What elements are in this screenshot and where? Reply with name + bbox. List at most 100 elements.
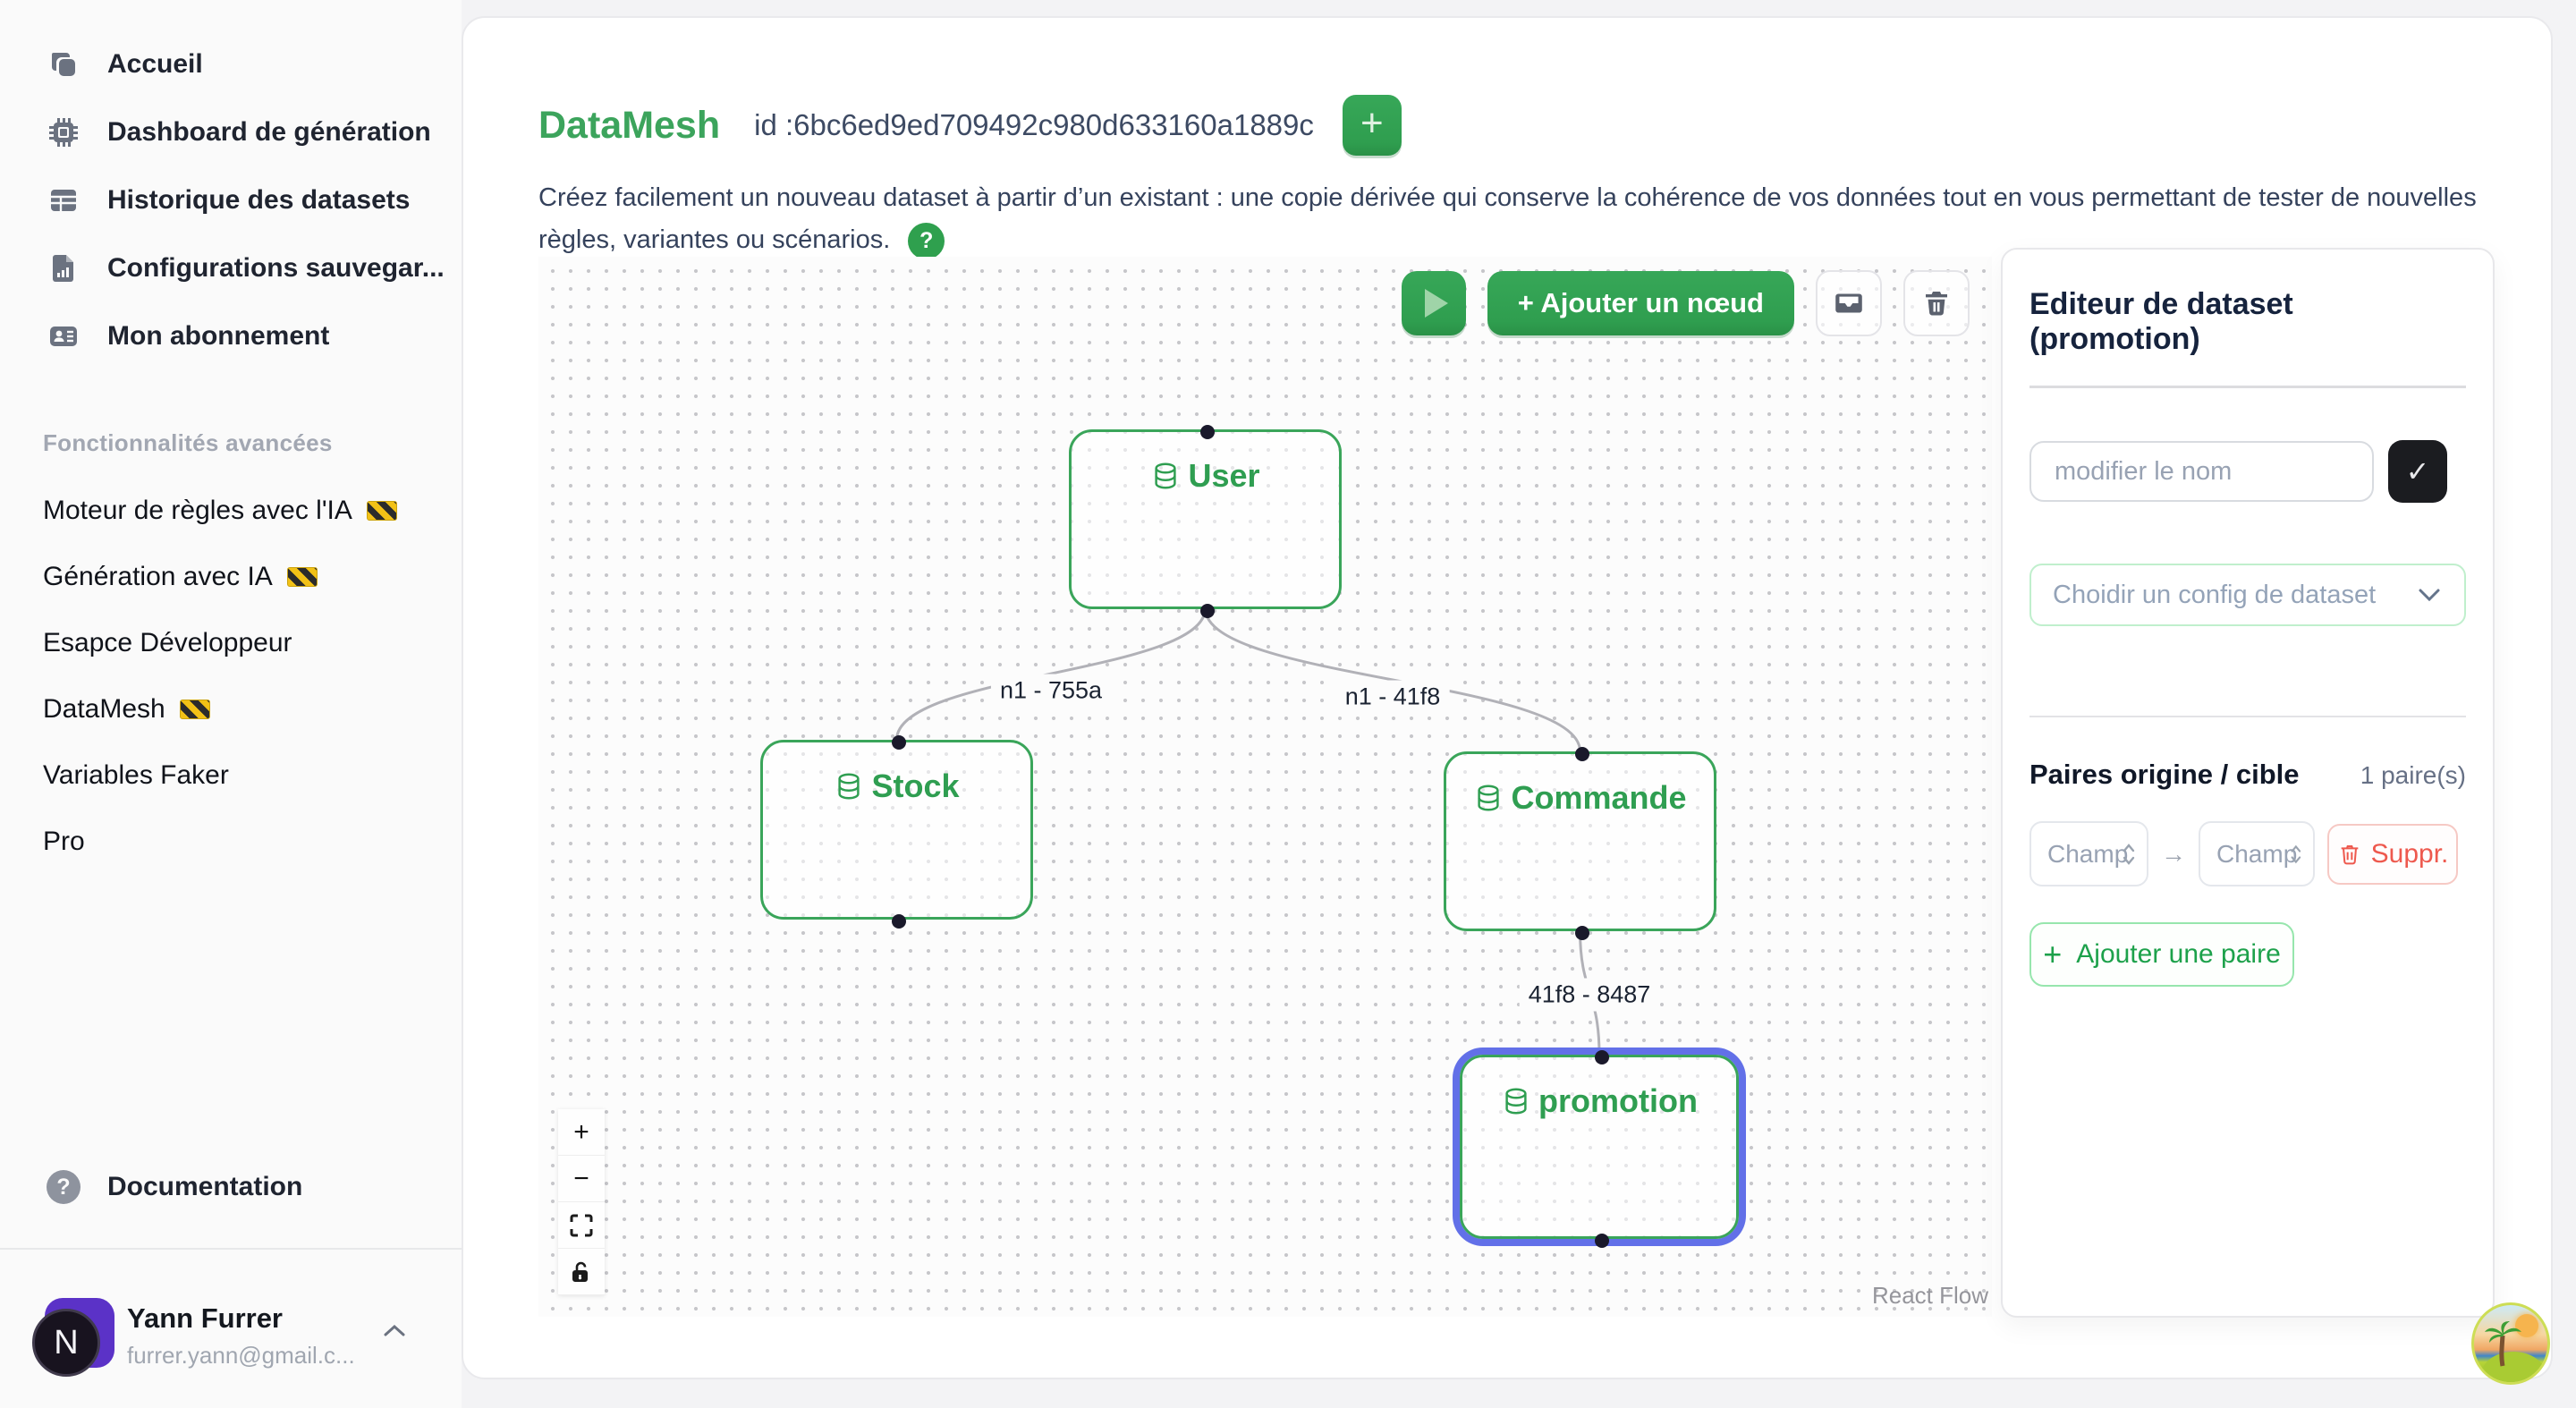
cpu-icon: [47, 115, 80, 149]
edge-label[interactable]: n1 - 41f8: [1335, 680, 1450, 714]
play-icon: [1424, 289, 1448, 318]
arrow-right-icon: →: [2161, 839, 2186, 868]
user-email: furrer.yann@gmail.c...: [127, 1341, 355, 1369]
sidebar-advanced-list: Moteur de règles avec l'IA Génération av…: [0, 478, 462, 875]
database-icon: [1478, 785, 1500, 811]
dataset-id: id :6bc6ed9ed709492c980d633160a1889c: [754, 108, 1314, 141]
page-header: DataMesh id :6bc6ed9ed709492c980d633160a…: [538, 93, 2560, 261]
sidebar-item-espace-dev[interactable]: Esapce Développeur: [43, 628, 292, 657]
sidebar-item-label: Mon abonnement: [107, 321, 330, 351]
node-handle-bottom[interactable]: [892, 914, 906, 929]
zoom-out-button[interactable]: −: [558, 1156, 605, 1202]
add-dataset-button[interactable]: +: [1342, 95, 1402, 156]
flow-controls: + −: [558, 1109, 605, 1295]
unlock-icon: [572, 1261, 588, 1282]
save-tray-button[interactable]: [1816, 270, 1882, 336]
node-handle-top[interactable]: [892, 735, 906, 750]
sidebar-item-pro[interactable]: Pro: [43, 827, 85, 856]
pair-source-select[interactable]: Champ: [2029, 821, 2148, 886]
database-icon: [1155, 462, 1177, 489]
file-chart-icon: [47, 251, 80, 285]
select-spinner-icon: [2291, 844, 2301, 863]
add-node-button[interactable]: + Ajouter un nœud: [1487, 271, 1794, 335]
add-pair-button[interactable]: + Ajouter une paire: [2029, 922, 2294, 987]
page-title: DataMesh: [538, 103, 721, 147]
sidebar: Accueil Dashboard de génération Historiq…: [0, 0, 462, 1408]
sidebar-item-generation-ia[interactable]: Génération avec IA: [0, 544, 462, 610]
node-stock[interactable]: Stock: [760, 735, 1033, 929]
sidebar-item-moteur-regles[interactable]: Moteur de règles avec l'IA: [0, 478, 462, 544]
dataset-config-select[interactable]: Choidir un config de dataset: [2029, 564, 2466, 626]
question-circle-icon: ?: [47, 1170, 80, 1204]
sidebar-item-variables-faker[interactable]: Variables Faker: [43, 760, 229, 790]
flow-canvas[interactable]: n1 - 755a n1 - 41f8 41f8 - 8487 User Sto…: [538, 257, 1992, 1317]
node-handle-bottom[interactable]: [1200, 604, 1215, 618]
vacation-widget-button[interactable]: [2471, 1302, 2550, 1385]
sidebar-item-accueil[interactable]: Accueil: [0, 30, 462, 98]
sidebar-item-abonnement[interactable]: Mon abonnement: [0, 302, 462, 370]
database-icon: [838, 773, 860, 800]
sidebar-item-historique[interactable]: Historique des datasets: [0, 166, 462, 234]
database-icon: [1505, 1088, 1527, 1115]
island-hill: [2481, 1352, 2546, 1382]
pairs-heading: Paires origine / cible: [2029, 759, 2300, 790]
canvas-toolbar: + Ajouter un nœud: [1401, 270, 1970, 336]
panel-title: Editeur de dataset (promotion): [2029, 287, 2293, 356]
node-handle-top[interactable]: [1575, 747, 1589, 761]
panel-divider: [2029, 386, 2466, 388]
sidebar-item-label: Accueil: [107, 49, 203, 79]
node-handle-top[interactable]: [1200, 425, 1215, 439]
node-handle-top[interactable]: [1595, 1050, 1609, 1064]
avatar: N: [0, 1282, 114, 1389]
sidebar-section-label: Fonctionnalités avancées: [43, 429, 333, 456]
node-handle-bottom[interactable]: [1575, 926, 1589, 940]
dataset-name-input[interactable]: [2029, 441, 2374, 502]
fit-view-button[interactable]: [558, 1202, 605, 1249]
node-promotion[interactable]: promotion: [1460, 1050, 1739, 1248]
pairs-count: 1 paire(s): [2360, 761, 2466, 789]
node-user[interactable]: User: [1069, 425, 1342, 618]
sidebar-item-datamesh[interactable]: DataMesh: [0, 676, 462, 742]
trash-icon: [2341, 844, 2358, 864]
inbox-icon: [1835, 293, 1862, 313]
pair-target-select[interactable]: Champ: [2199, 821, 2315, 886]
flow-edges: [895, 607, 1601, 1056]
avatar-initial: N: [32, 1309, 100, 1377]
user-profile[interactable]: N Yann Furrer furrer.yann@gmail.c...: [0, 1277, 462, 1394]
fit-view-icon: [570, 1214, 593, 1236]
panel-divider: [2029, 716, 2466, 717]
edge-label[interactable]: n1 - 755a: [990, 674, 1112, 708]
copy-icon: [47, 47, 80, 81]
sidebar-item-configurations[interactable]: Configurations sauvegar...: [0, 234, 462, 302]
reactflow-attribution[interactable]: React Flow: [1871, 1282, 1988, 1309]
plus-icon: +: [2043, 936, 2063, 972]
construction-barrier-icon: [366, 501, 397, 521]
confirm-name-button[interactable]: ✓: [2388, 440, 2447, 503]
construction-barrier-icon: [179, 700, 210, 719]
lock-button[interactable]: [558, 1249, 605, 1295]
trash-icon: [1926, 292, 1947, 316]
user-name: Yann Furrer: [127, 1302, 283, 1334]
select-spinner-icon: [2123, 843, 2135, 865]
sidebar-item-label: Dashboard de génération: [107, 117, 431, 147]
sidebar-item-label: Configurations sauvegar...: [107, 253, 445, 283]
chevron-down-icon: [2419, 589, 2440, 602]
sun-icon: [2515, 1314, 2538, 1337]
dataset-editor-panel: Editeur de dataset (promotion) ✓ Choidir…: [2001, 248, 2495, 1318]
edge-label[interactable]: 41f8 - 8487: [1519, 978, 1660, 1012]
node-commande[interactable]: Commande: [1444, 747, 1716, 940]
sidebar-item-dashboard[interactable]: Dashboard de génération: [0, 98, 462, 166]
help-badge[interactable]: ?: [908, 222, 945, 259]
delete-pair-button[interactable]: Suppr.: [2327, 823, 2458, 885]
delete-button[interactable]: [1903, 270, 1970, 336]
construction-barrier-icon: [286, 567, 318, 587]
chevron-up-icon[interactable]: [381, 1322, 408, 1344]
table-icon: [47, 183, 80, 217]
node-handle-bottom[interactable]: [1595, 1234, 1609, 1248]
main-card: DataMesh id :6bc6ed9ed709492c980d633160a…: [462, 16, 2553, 1379]
run-button[interactable]: [1401, 271, 1466, 335]
sidebar-nav: Accueil Dashboard de génération Historiq…: [0, 30, 462, 370]
sidebar-divider: [0, 1248, 462, 1250]
sidebar-item-documentation[interactable]: ? Documentation: [0, 1156, 462, 1218]
zoom-in-button[interactable]: +: [558, 1109, 605, 1156]
